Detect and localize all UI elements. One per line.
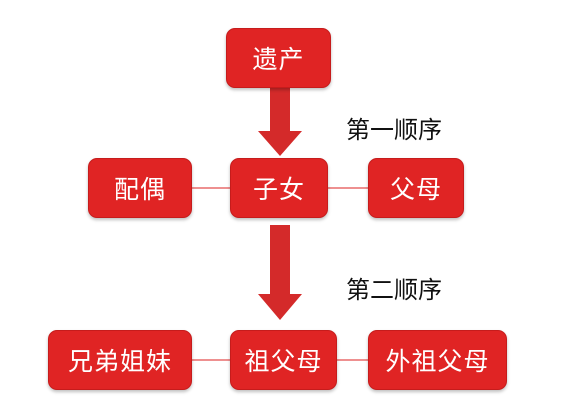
arrow-children-to-grandparents [258, 225, 302, 320]
node-parents: 父母 [368, 158, 464, 218]
arrow-estate-to-children [258, 88, 302, 156]
node-siblings: 兄弟姐妹 [48, 330, 192, 390]
node-children: 子女 [230, 158, 328, 218]
node-grandparents: 祖父母 [230, 330, 337, 390]
node-spouse: 配偶 [88, 158, 192, 218]
node-maternal-grandparents: 外祖父母 [368, 330, 507, 390]
label-second-order: 第二顺序 [346, 276, 442, 304]
node-estate: 遗产 [226, 28, 331, 88]
label-first-order: 第一顺序 [346, 116, 442, 144]
